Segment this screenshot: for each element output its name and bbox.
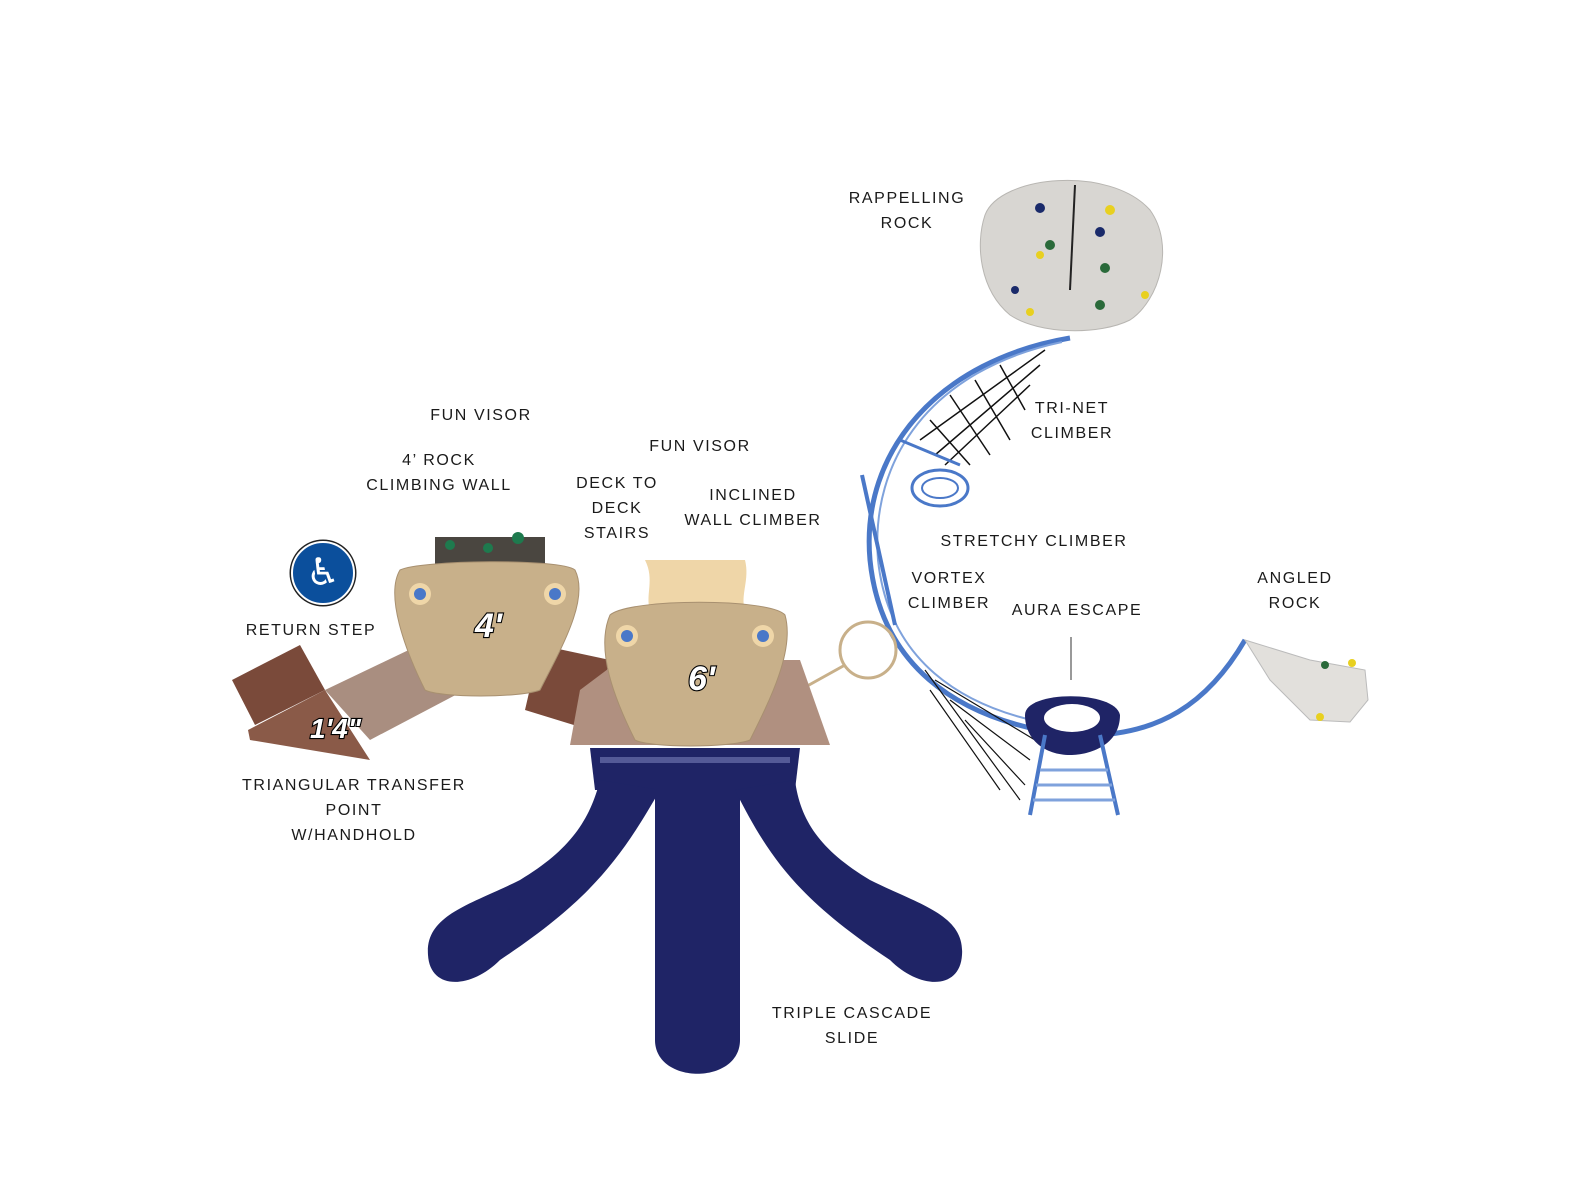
deck-6ft: 6' (604, 601, 788, 747)
label-aura-escape: AURA ESCAPE (1011, 602, 1143, 619)
deck-height-4: 4' (474, 607, 504, 645)
triple-cascade-slide (427, 748, 963, 1074)
label-stretchy-climber: STRETCHY CLIMBER (940, 533, 1128, 550)
label-fun-visor-1: FUN VISOR (430, 407, 532, 424)
deck-height-6: 6' (688, 660, 717, 698)
deck-height-transfer: 1'4" (310, 713, 362, 744)
inclined-wall-climber (645, 560, 747, 610)
angled-rock (1243, 639, 1369, 723)
rappelling-rock (979, 179, 1164, 332)
deck-4ft: 4' (394, 561, 580, 697)
label-return-step: RETURN STEP (245, 622, 377, 639)
tri-net-climber (899, 349, 1046, 508)
label-fun-visor-2: FUN VISOR (649, 438, 751, 455)
vortex-climber (924, 669, 1036, 801)
aura-escape (1025, 637, 1120, 816)
wheelchair-icon: ♿ (291, 541, 355, 605)
arch-frame (866, 335, 1248, 738)
